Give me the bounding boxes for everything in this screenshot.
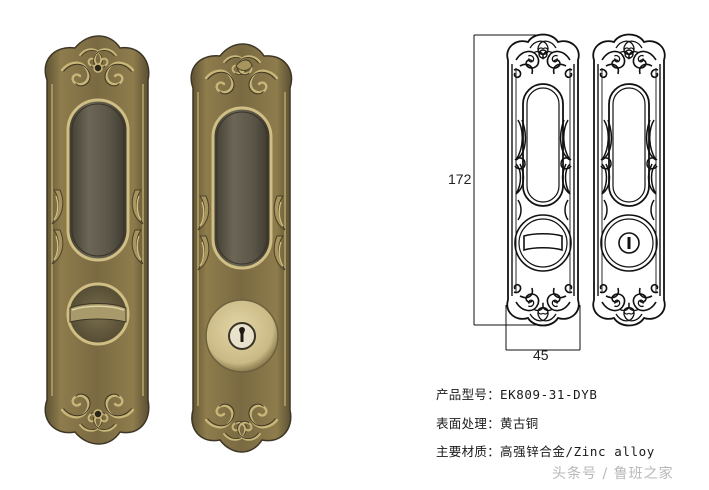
height-dimension-label: 172 <box>448 171 472 187</box>
spec-material-label: 主要材质： <box>436 444 501 459</box>
spec-model: 产品型号：EK809-31-DYB <box>436 384 598 403</box>
drawing-privacy-plate <box>506 33 580 327</box>
spec-finish-value: 黄古铜 <box>500 416 539 431</box>
key-lock-plate <box>190 43 293 453</box>
width-dimension-label: 45 <box>533 347 549 363</box>
spec-model-label: 产品型号： <box>436 387 501 402</box>
dimension-lines <box>473 34 581 351</box>
spec-model-value: EK809-31-DYB <box>500 387 598 402</box>
drawing-key-plate <box>592 33 666 327</box>
spec-finish-label: 表面处理： <box>436 416 501 431</box>
product-photo <box>44 35 293 453</box>
spec-material-value: 高强锌合金/Zinc alloy <box>500 444 655 459</box>
spec-material: 主要材质：高强锌合金/Zinc alloy <box>436 441 655 460</box>
technical-drawing <box>473 33 666 351</box>
spec-finish: 表面处理：黄古铜 <box>436 413 538 432</box>
privacy-lock-plate <box>44 35 150 445</box>
watermark: 头条号 / 鲁班之家 <box>552 466 674 482</box>
